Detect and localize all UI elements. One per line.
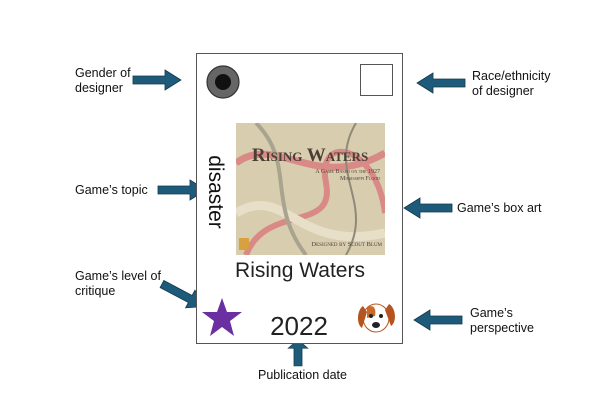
arrow-race	[416, 72, 466, 94]
arrow-perspective	[413, 309, 463, 331]
label-race: Race/ethnicity of designer	[472, 69, 551, 98]
label-box-art: Game’s box art	[457, 201, 542, 215]
gender-circle-icon	[206, 65, 240, 99]
publisher-logo	[239, 238, 249, 250]
box-art-subtitle: A Game Based on the 1927 Mississippi Flo…	[315, 169, 380, 182]
box-art-image: Rising Waters A Game Based on the 1927 M…	[236, 123, 385, 255]
dog-perspective-icon	[357, 303, 395, 333]
card-title: Rising Waters	[235, 259, 365, 282]
label-publication: Publication date	[258, 368, 347, 382]
race-square-icon	[360, 64, 393, 96]
card-topic: disaster	[204, 155, 227, 229]
arrow-box-art	[403, 197, 453, 219]
box-art-credit: Designed by Scout Blum	[311, 241, 382, 248]
card-year: 2022	[270, 311, 328, 341]
critique-star-icon	[202, 298, 242, 336]
label-critique: Game’s level of critique	[75, 269, 161, 298]
label-topic: Game’s topic	[75, 183, 148, 197]
label-gender: Gender of designer	[75, 66, 131, 95]
box-art-title: Rising Waters	[251, 145, 369, 166]
label-perspective: Game’s perspective	[470, 306, 534, 335]
